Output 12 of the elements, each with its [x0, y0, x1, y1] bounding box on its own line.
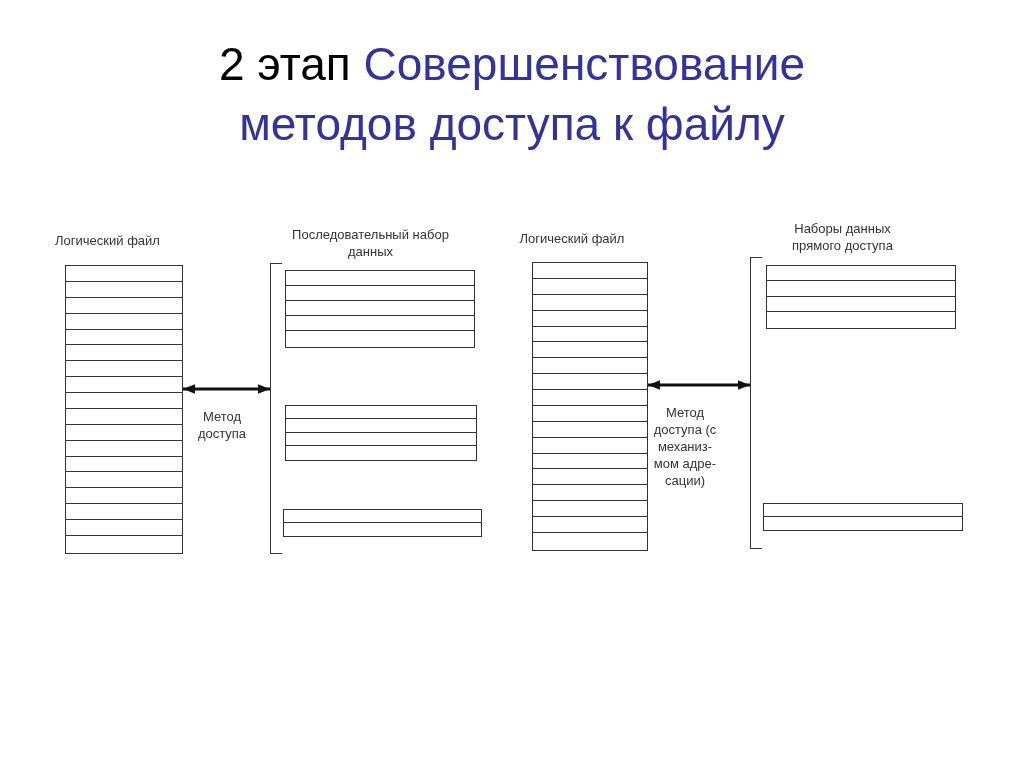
- node-heading: Наборы данных прямого доступа: [791, 220, 894, 254]
- data-table: [285, 270, 475, 348]
- node-heading: Логический файл: [518, 230, 626, 247]
- node-heading: Логический файл: [54, 232, 161, 249]
- slide-title: 2 этап Совершенствование методов доступа к файлу: [217, 37, 807, 152]
- data-table: [283, 509, 482, 537]
- data-table: [763, 503, 963, 531]
- data-table: [766, 265, 956, 329]
- data-table: [285, 405, 477, 461]
- double-arrow: [183, 384, 270, 394]
- double-arrow: [648, 380, 750, 390]
- node-heading: Последовательный набор данных: [291, 226, 450, 260]
